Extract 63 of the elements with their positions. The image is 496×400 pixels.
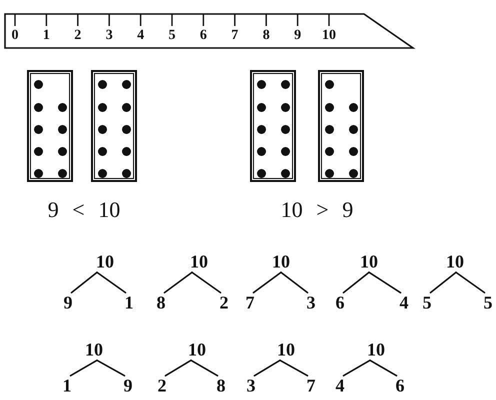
ruler-number: 2 <box>74 29 82 43</box>
branch-line <box>190 360 218 376</box>
ruler-number: 0 <box>12 29 18 43</box>
ruler-number: 7 <box>231 29 238 43</box>
number-text: 10 <box>96 252 114 272</box>
number-text: 6 <box>336 292 344 314</box>
ruler-number: 1 <box>42 29 50 43</box>
number-text: 9 <box>124 376 132 396</box>
number-text: 10 <box>446 252 464 272</box>
number-text: 4 <box>400 292 408 314</box>
ruler-number: 9 <box>294 29 302 43</box>
branch-line <box>369 360 398 376</box>
branch-line <box>70 272 98 294</box>
branch-line <box>279 360 308 376</box>
branch-line <box>342 272 370 294</box>
branch-line <box>96 272 126 294</box>
number-text: 5 <box>422 292 432 314</box>
ruler-number: 3 <box>106 29 113 43</box>
number-text: 10 <box>188 340 206 360</box>
branch-line <box>368 272 402 294</box>
number-text: 10 <box>272 252 290 272</box>
number-text: 10 <box>360 252 378 272</box>
ruler-number: 5 <box>168 29 176 43</box>
dot-card <box>318 70 364 182</box>
branch-line <box>96 360 126 376</box>
ruler <box>4 13 414 49</box>
number-text: 1 <box>124 292 134 314</box>
number-text: 1 <box>62 376 72 396</box>
number-text: 10 <box>190 252 208 272</box>
number-text: 7 <box>246 292 254 314</box>
number-text: 7 <box>306 376 316 396</box>
branch-line <box>342 360 371 376</box>
number-text: 3 <box>306 292 316 314</box>
branch-line <box>455 272 486 294</box>
number-text: 3 <box>246 376 256 396</box>
branch-line <box>164 360 192 376</box>
dot-card <box>91 70 137 182</box>
number-text: 2 <box>158 376 166 396</box>
ruler-number: 8 <box>262 29 270 43</box>
number-text: 5 <box>484 292 492 314</box>
comparison-text: 10 > 9 <box>280 198 354 222</box>
number-text: 8 <box>156 292 166 314</box>
comparison-text: 9 < 10 <box>48 198 120 222</box>
number-text: 9 <box>64 292 72 314</box>
branch-line <box>254 360 281 376</box>
branch-line <box>252 272 282 294</box>
branch-line <box>164 272 193 294</box>
number-text: 10 <box>277 340 295 360</box>
branch-line <box>280 272 308 294</box>
number-text: 4 <box>336 376 344 396</box>
number-text: 2 <box>220 292 228 314</box>
dot-card <box>27 70 73 182</box>
branch-line <box>70 360 98 376</box>
ruler-number: 4 <box>137 29 144 43</box>
ruler-number: 6 <box>200 29 207 43</box>
dot-card <box>250 70 296 182</box>
branch-line <box>191 272 222 294</box>
number-text: 10 <box>85 340 103 360</box>
branch-line <box>430 272 457 294</box>
number-text: 10 <box>367 340 385 360</box>
number-text: 6 <box>396 376 404 396</box>
number-text: 8 <box>216 376 226 396</box>
ruler-number: 10 <box>322 29 336 43</box>
